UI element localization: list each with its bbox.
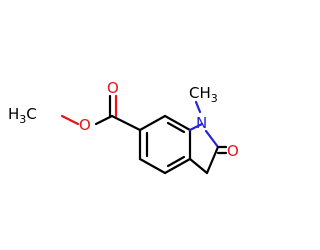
benzene-ring [138,114,192,175]
bond-c6-carbonyl-c [110,114,142,132]
ester-carbonyl-oxygen: O [107,79,119,97]
n-methyl-label: CH3 [189,84,218,105]
aromatic-inner-bond-1 [166,121,186,134]
bond-c2-n [204,129,220,149]
bond-n-methyl [194,100,202,114]
bond-single-o-methyl [60,114,80,126]
bond-c4-c5 [138,157,167,175]
ring-nitrogen: N [196,114,207,132]
lactam-ring [188,122,204,132]
molecule-structure: H3C O O N O CH3 [8,79,239,175]
lactam-ring-geometry [188,129,220,175]
lactam-oxygen: O [227,142,239,160]
bond-c7-c7a [163,114,192,132]
lactam-carbonyl [216,145,228,155]
bond-c3-c2 [205,145,220,175]
methoxy-label: H3C [8,105,37,126]
ester-group [60,94,142,132]
bond-c3a-c3 [188,157,209,175]
ester-single-oxygen: O [79,116,91,134]
bond-c7a-n [188,122,204,132]
bond-c3a-c4 [163,157,192,175]
bond-c6-c7 [138,114,167,132]
bond-carbonyl-c-single-o [94,114,114,126]
aromatic-inner-bond-2 [166,155,186,168]
